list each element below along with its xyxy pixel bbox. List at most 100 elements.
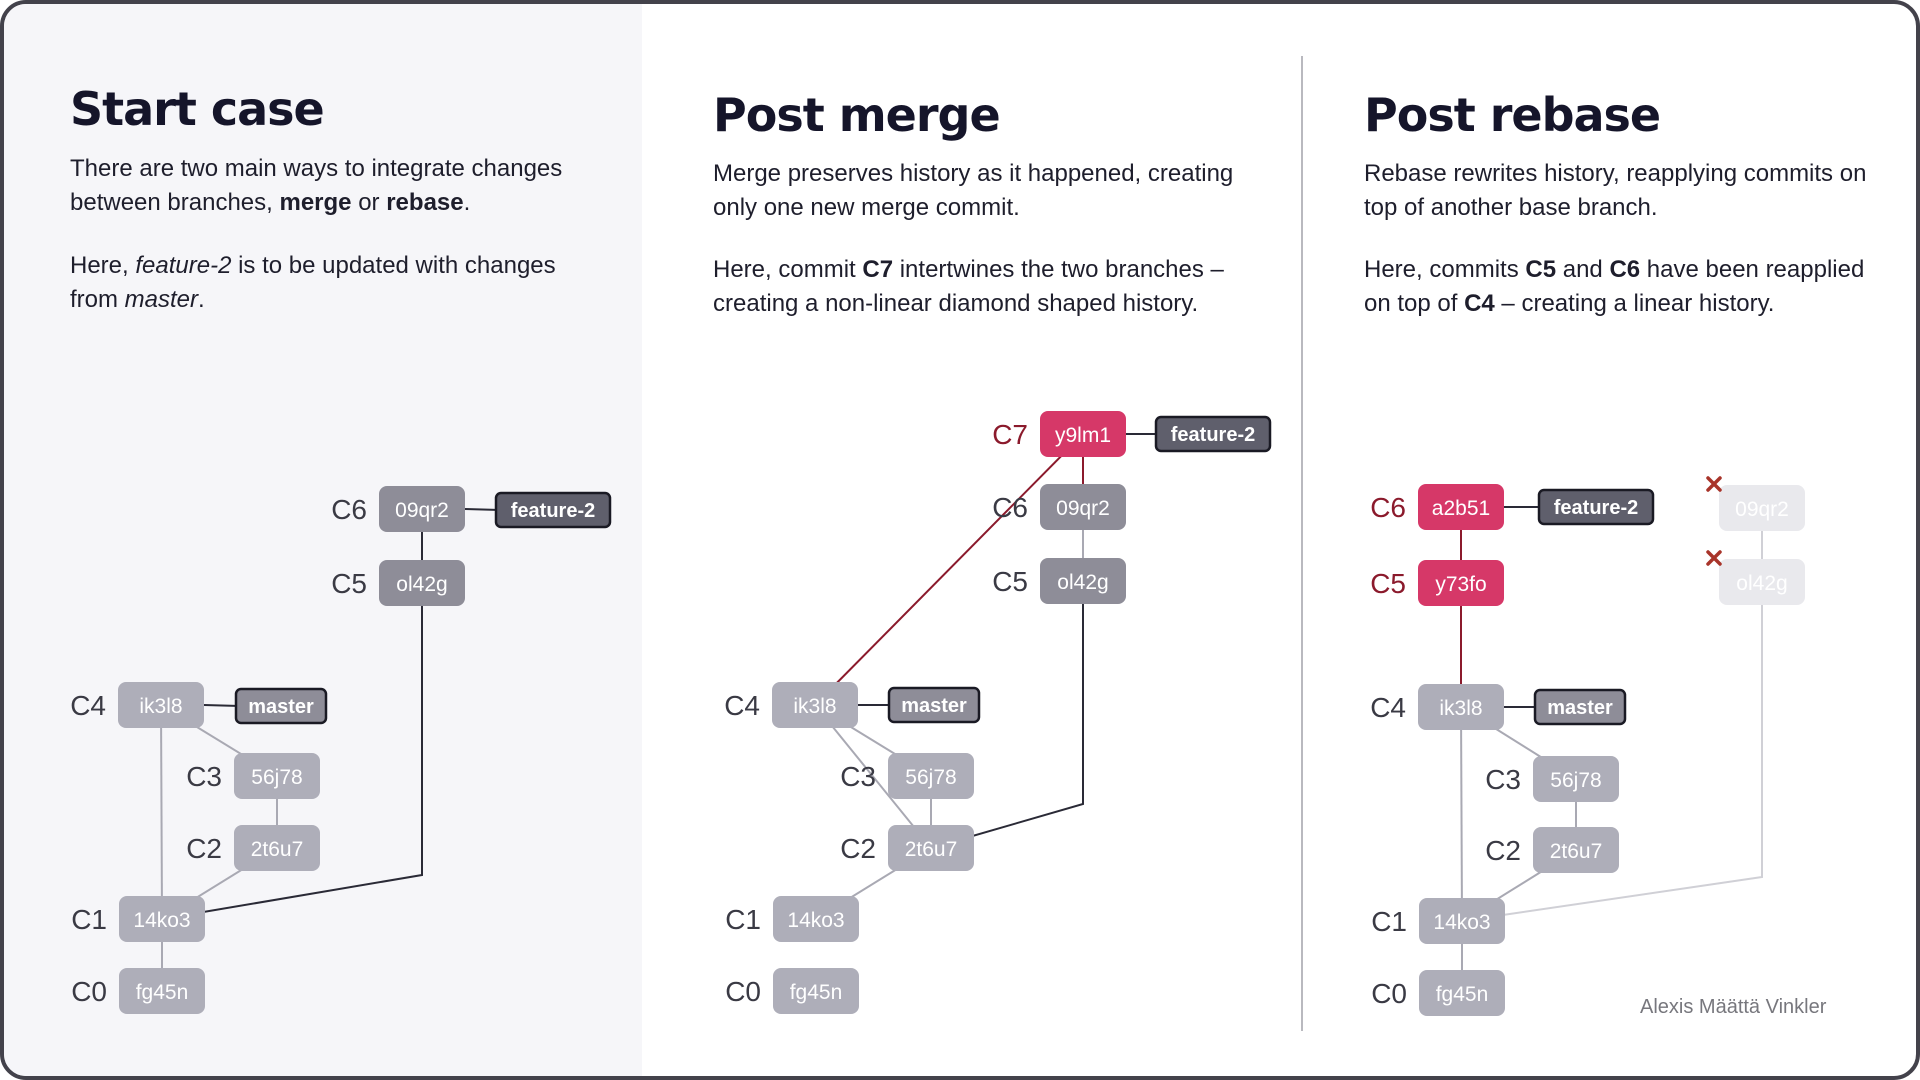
commit-edge <box>814 433 1084 706</box>
commit-id: C1 <box>71 904 107 935</box>
commit-hash: 2t6u7 <box>251 838 304 861</box>
commit-node <box>1040 411 1126 457</box>
commit-node <box>1418 684 1504 730</box>
start-case-background <box>4 4 642 1076</box>
commit-hash: ol42g <box>396 573 447 596</box>
panel-post-merge: Post merge Merge preserves history as it… <box>713 4 1253 321</box>
commit-hash: 56j78 <box>251 766 302 789</box>
commit-node <box>1533 827 1619 873</box>
removed-x-icon <box>1706 550 1722 566</box>
panel-text-2: Here, commit C7 intertwines the two bran… <box>713 255 1224 317</box>
commit-node <box>119 968 205 1014</box>
commit-id: C1 <box>725 904 761 935</box>
commit-id: C5 <box>992 566 1028 597</box>
commit-node <box>888 753 974 799</box>
branch-label-master: master <box>248 696 314 718</box>
commit-id: C4 <box>724 690 760 721</box>
commit-node <box>773 896 859 942</box>
commit-node <box>1533 756 1619 802</box>
commit-node <box>1419 970 1505 1016</box>
branch-label-box <box>887 686 981 724</box>
branch-label-master: master <box>901 695 967 717</box>
commit-id: C3 <box>186 761 222 792</box>
panel-title: Start case <box>70 82 325 136</box>
branch-label-master: master <box>1547 697 1613 719</box>
edges <box>1460 507 1763 993</box>
commit-node <box>234 825 320 871</box>
commit-hash: fg45n <box>136 981 189 1004</box>
commit-hash: fg45n <box>790 981 843 1004</box>
commit-id: C7 <box>992 419 1028 450</box>
commit-hash: fg45n <box>1436 983 1489 1006</box>
branch-label-feature-2: feature-2 <box>1554 497 1638 519</box>
commit-node <box>379 560 465 606</box>
commit-hash: a2b51 <box>1432 497 1490 520</box>
panel-title: Post merge <box>713 88 1001 142</box>
commit-id: C2 <box>1485 835 1521 866</box>
commit-node <box>773 968 859 1014</box>
commit-hash: y73fo <box>1435 573 1486 596</box>
commit-node <box>1719 485 1805 531</box>
commit-id: C5 <box>331 568 367 599</box>
commit-edge <box>930 581 1084 849</box>
graph-1: feature-2mastery9lm1C709qr2C6ol42gC5ik3l… <box>724 411 1272 1014</box>
panel-text-1: Rebase rewrites history, reapplying comm… <box>1364 159 1867 221</box>
commit-id: C2 <box>840 833 876 864</box>
commit-hash: 2t6u7 <box>905 838 958 861</box>
branch-label-box <box>1533 688 1627 726</box>
panel-start-case: Start case There are two main ways to in… <box>70 4 590 317</box>
commit-hash: 09qr2 <box>1735 498 1789 521</box>
commit-hash: ol42g <box>1736 572 1787 595</box>
commit-hash: 09qr2 <box>1056 497 1110 520</box>
commit-edge <box>161 583 423 920</box>
commit-hash: 14ko3 <box>787 909 844 932</box>
commit-node <box>1040 558 1126 604</box>
commit-edge <box>160 704 163 920</box>
commit-id: C4 <box>1370 692 1406 723</box>
commit-id: C0 <box>71 976 107 1007</box>
panel-divider <box>1301 56 1303 1031</box>
commit-id: C2 <box>186 833 222 864</box>
commit-id: C3 <box>1485 764 1521 795</box>
commit-node <box>379 486 465 532</box>
commit-node <box>1719 559 1805 605</box>
graph-2: feature-2mastera2b51C6y73foC5ik3l8C456j7… <box>1370 476 1805 1016</box>
commit-node <box>1418 484 1504 530</box>
commit-node <box>119 896 205 942</box>
author-credit: Alexis Määttä Vinkler <box>1640 996 1827 1018</box>
commit-edge <box>1461 582 1763 922</box>
commit-id: C6 <box>1370 492 1406 523</box>
graph-0: feature-2master09qr2C6ol42gC5ik3l8C456j7… <box>70 486 612 1014</box>
branch-label-box <box>1537 488 1655 526</box>
commit-edge <box>814 704 932 849</box>
commit-hash: 56j78 <box>905 766 956 789</box>
branch-label-feature-2: feature-2 <box>1171 424 1255 446</box>
commit-hash: 09qr2 <box>395 499 449 522</box>
panel-text-2: Here, commits C5 and C6 have been reappl… <box>1364 255 1865 317</box>
commit-edge <box>1460 706 1463 922</box>
commit-hash: 14ko3 <box>1433 911 1490 934</box>
commit-node <box>888 825 974 871</box>
commit-hash: 56j78 <box>1550 769 1601 792</box>
commit-hash: ol42g <box>1057 571 1108 594</box>
commit-id: C0 <box>1371 978 1407 1009</box>
commit-id: C6 <box>331 494 367 525</box>
commit-node <box>118 682 204 728</box>
panel-post-rebase: Post rebase Rebase rewrites history, rea… <box>1364 4 1884 321</box>
commit-hash: 2t6u7 <box>1550 840 1603 863</box>
commit-id: C0 <box>725 976 761 1007</box>
commit-node <box>1040 484 1126 530</box>
branch-label-box <box>494 491 612 529</box>
branch-connector <box>464 508 501 511</box>
branch-label-box <box>1154 415 1272 453</box>
panel-text-2: Here, feature-2 is to be updated with ch… <box>70 251 556 313</box>
commit-node <box>1418 560 1504 606</box>
branch-label-feature-2: feature-2 <box>511 500 595 522</box>
commit-hash: y9lm1 <box>1055 424 1111 447</box>
panel-title: Post rebase <box>1364 88 1661 142</box>
commit-node <box>772 682 858 728</box>
commit-hash: ik3l8 <box>1439 697 1482 720</box>
commit-hash: ik3l8 <box>793 695 836 718</box>
commit-node <box>1419 898 1505 944</box>
